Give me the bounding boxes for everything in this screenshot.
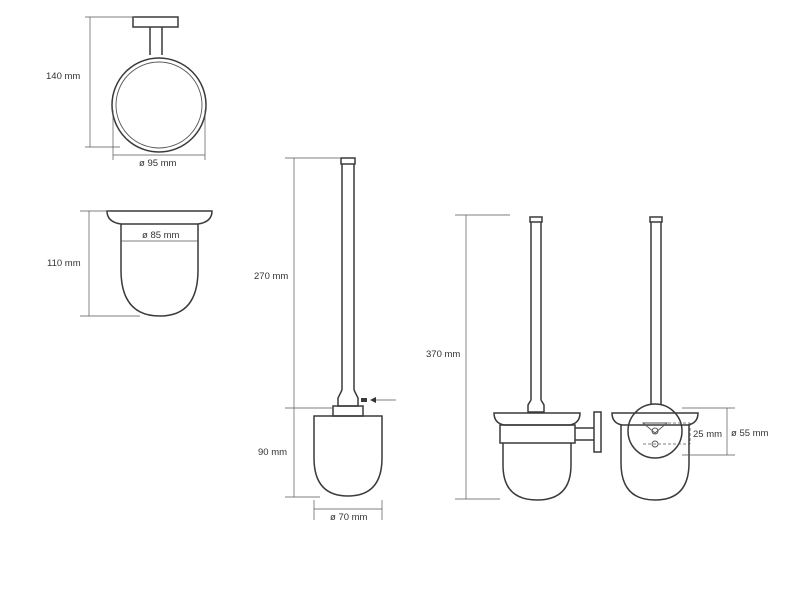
brush-extension-lines <box>285 157 383 520</box>
side-handle <box>530 222 542 400</box>
brush-collar <box>337 389 359 407</box>
front-glass-body <box>620 425 690 501</box>
front-screw-top <box>651 427 659 435</box>
assembly-side-view: 370 mm <box>426 214 602 501</box>
brush-detail-marker <box>361 398 367 402</box>
handle-length-label: 270 mm <box>254 271 288 282</box>
brush-handle <box>341 164 355 390</box>
holder-height-label: 140 mm <box>46 71 80 82</box>
front-wall-plate <box>627 403 683 459</box>
holder-wall-plate <box>132 16 179 28</box>
side-rim <box>493 412 581 426</box>
holder-ring-inner <box>115 61 203 149</box>
glass-diameter-label: ø 85 mm <box>142 230 180 241</box>
holder-extension-lines <box>85 16 206 160</box>
brush-handle-cap <box>340 157 356 165</box>
side-collar <box>527 399 545 413</box>
holder-ring-outer <box>111 57 207 153</box>
front-mounting-centerlines <box>643 422 691 445</box>
front-rim <box>611 412 699 426</box>
head-height-label: 90 mm <box>258 447 287 458</box>
total-height-label: 370 mm <box>426 349 460 360</box>
side-wall-plate <box>593 411 602 453</box>
assembly-front-view: 25 mm ø 55 mm <box>611 216 769 501</box>
glass-body <box>120 224 199 317</box>
front-extension-lines <box>682 407 735 456</box>
glass-height-label: 110 mm <box>47 258 81 269</box>
glass-rim <box>106 210 213 225</box>
brush-head <box>313 415 383 497</box>
side-extension-lines <box>455 214 510 500</box>
glass-extension-lines <box>80 210 140 317</box>
side-handle-cap <box>529 216 543 223</box>
glass-bowl-view: ø 85 mm 110 mm <box>47 210 213 317</box>
head-diameter-label: ø 70 mm <box>330 512 368 523</box>
brush-view: 270 mm 90 mm ø 70 mm <box>254 157 396 523</box>
side-ring-band <box>499 424 576 444</box>
front-handle-cap <box>649 216 663 223</box>
front-handle <box>650 222 662 404</box>
side-glass-body <box>502 443 572 501</box>
holder-diameter-label: ø 95 mm <box>139 158 177 169</box>
wall-plate-offset-label: 25 mm <box>693 429 722 440</box>
side-arm <box>575 427 594 441</box>
wall-plate-diameter-label: ø 55 mm <box>731 428 769 439</box>
holder-stem <box>149 27 163 55</box>
holder-ring-view: 140 mm ø 95 mm <box>46 16 207 169</box>
brush-ferrule <box>332 405 364 417</box>
